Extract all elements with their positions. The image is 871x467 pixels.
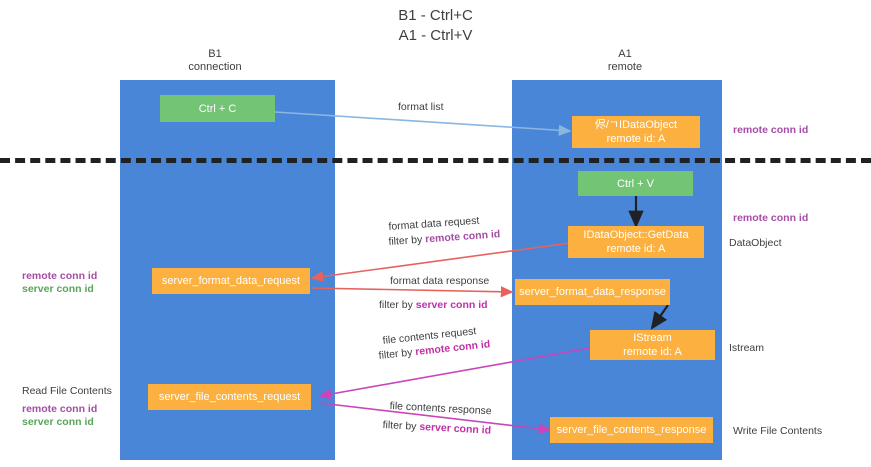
- node-ctrl-c[interactable]: Ctrl + C: [160, 95, 275, 122]
- node-server-format-data-response[interactable]: server_format_data_response: [515, 279, 670, 305]
- edge-label-format-data-request-filter-prefix: filter by: [388, 233, 426, 248]
- node-idataobject-top-label: 侭/ㄱIDataObject: [594, 119, 678, 131]
- node-server-format-data-request-label: server_format_data_request: [161, 275, 301, 287]
- edge-label-format-data-response-filter-key: server conn id: [415, 299, 488, 311]
- node-getdata-label: IDataObject::GetData: [583, 229, 689, 241]
- column-header-b1: B1 connection: [188, 48, 242, 73]
- node-getdata[interactable]: IDataObject::GetData remote id: A: [568, 226, 704, 258]
- node-server-file-contents-request-label: server_file_contents_request: [158, 391, 301, 403]
- side-label-remote-conn-id-mid: remote conn id: [733, 212, 809, 224]
- edge-label-format-data-response-filter-prefix: filter by: [379, 299, 416, 311]
- node-istream-label: IStream: [633, 332, 672, 344]
- side-label-left-remote-conn-id-bot: remote conn id: [22, 403, 98, 415]
- side-label-remote-conn-id-top: remote conn id: [733, 124, 809, 136]
- side-label-left-remote-conn-id-mid: remote conn id: [22, 270, 98, 282]
- node-ctrl-c-label: Ctrl + C: [198, 102, 237, 115]
- node-server-file-contents-request[interactable]: server_file_contents_request: [148, 384, 311, 410]
- node-idataobject-top[interactable]: 侭/ㄱIDataObject remote id: A: [572, 116, 700, 148]
- side-label-left-server-conn-id-mid: server conn id: [22, 283, 94, 295]
- edge-label-file-contents-response-filter-key: server conn id: [419, 420, 492, 437]
- side-label-left-server-conn-id-bot: server conn id: [22, 416, 94, 428]
- node-ctrl-v[interactable]: Ctrl + V: [578, 171, 693, 196]
- edge-label-format-data-response: format data response: [390, 275, 490, 287]
- node-istream[interactable]: IStream remote id: A: [590, 330, 715, 360]
- edge-label-file-contents-request-filter-prefix: filter by: [378, 346, 416, 362]
- side-label-dataobject: DataObject: [729, 237, 782, 249]
- node-idataobject-top-sub: remote id: A: [606, 133, 666, 145]
- edge-label-format-list: format list: [398, 101, 444, 113]
- node-server-file-contents-response-label: server_file_contents_response: [556, 424, 707, 436]
- node-server-file-contents-response[interactable]: server_file_contents_response: [550, 417, 713, 443]
- side-label-read-file-contents: Read File Contents: [22, 385, 112, 397]
- column-header-a1: A1 remote: [607, 48, 643, 73]
- page-title: B1 - Ctrl+C A1 - Ctrl+V: [398, 7, 473, 44]
- side-label-istream: Istream: [729, 342, 765, 354]
- node-ctrl-v-label: Ctrl + V: [617, 177, 654, 190]
- node-server-format-data-request[interactable]: server_format_data_request: [152, 268, 310, 294]
- node-server-format-data-response-label: server_format_data_response: [519, 286, 666, 298]
- side-label-write-file-contents: Write File Contents: [733, 425, 823, 437]
- node-getdata-sub: remote id: A: [606, 243, 666, 255]
- node-istream-sub: remote id: A: [623, 346, 682, 358]
- divider-dashed-line: [0, 158, 871, 163]
- edge-label-file-contents-response-filter-prefix: filter by: [382, 418, 420, 433]
- edge-label-format-data-response-filter: filter by server conn id: [379, 298, 488, 312]
